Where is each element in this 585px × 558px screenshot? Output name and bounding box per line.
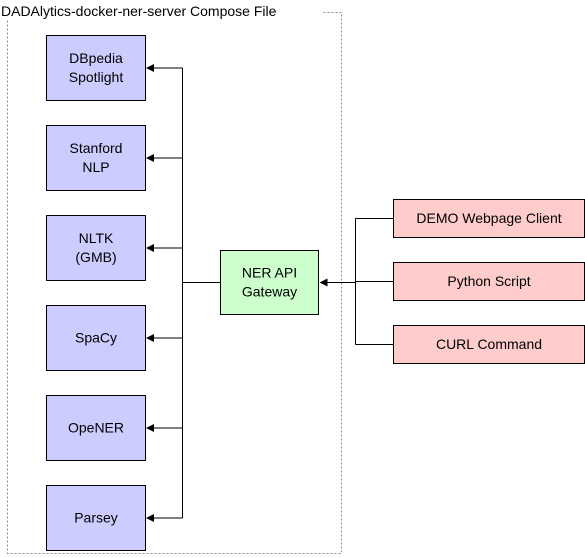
client-curl-command-box-label: CURL Command — [436, 336, 542, 352]
service-stanford-box-label: NLP — [82, 159, 109, 175]
service-opener-box-label: OpeNER — [68, 420, 124, 436]
frame-title: DADAlytics-docker-ner-server Compose Fil… — [1, 3, 277, 19]
ner-api-gateway-box: NER API Gateway — [220, 250, 319, 315]
service-spacy-box: SpaCy — [46, 305, 146, 371]
client-demo-webpage-box: DEMO Webpage Client — [393, 199, 585, 238]
ner-api-gateway-box-label: Gateway — [242, 284, 297, 300]
gateway-group: NER API Gateway — [220, 250, 319, 315]
client-curl-command-box-rect — [393, 325, 585, 364]
service-parsey-box: Parsey — [46, 485, 146, 551]
service-opener-box: OpeNER — [46, 395, 146, 461]
service-opener-box-rect — [46, 395, 146, 461]
service-dbpedia-box-rect — [46, 35, 146, 101]
client-python-script-box-label: Python Script — [447, 273, 530, 289]
service-nltk-box: NLTK (GMB) — [46, 215, 146, 281]
service-nltk-box-rect — [46, 215, 146, 281]
service-nltk-box-label: (GMB) — [75, 249, 116, 265]
ner-api-gateway-box-label: NER API — [242, 265, 297, 281]
client-demo-webpage-box-label: DEMO Webpage Client — [416, 210, 561, 226]
service-parsey-box-rect — [46, 485, 146, 551]
ner-api-gateway-box-rect — [220, 250, 319, 315]
service-stanford-box-label: Stanford — [70, 140, 123, 156]
client-curl-command-box: CURL Command — [393, 325, 585, 364]
service-stanford-box-rect — [46, 125, 146, 191]
service-spacy-box-label: SpaCy — [75, 330, 117, 346]
service-parsey-box-label: Parsey — [74, 510, 118, 526]
connectors — [146, 64, 394, 522]
client-python-script-box-rect — [393, 262, 585, 301]
service-dbpedia-box-label: DBpedia — [69, 50, 123, 66]
service-spacy-box-rect — [46, 305, 146, 371]
service-nltk-box-label: NLTK — [79, 230, 114, 246]
service-dbpedia-box-label: Spotlight — [69, 69, 124, 85]
client-demo-webpage-box-rect — [393, 199, 585, 238]
client-python-script-box: Python Script — [393, 262, 585, 301]
